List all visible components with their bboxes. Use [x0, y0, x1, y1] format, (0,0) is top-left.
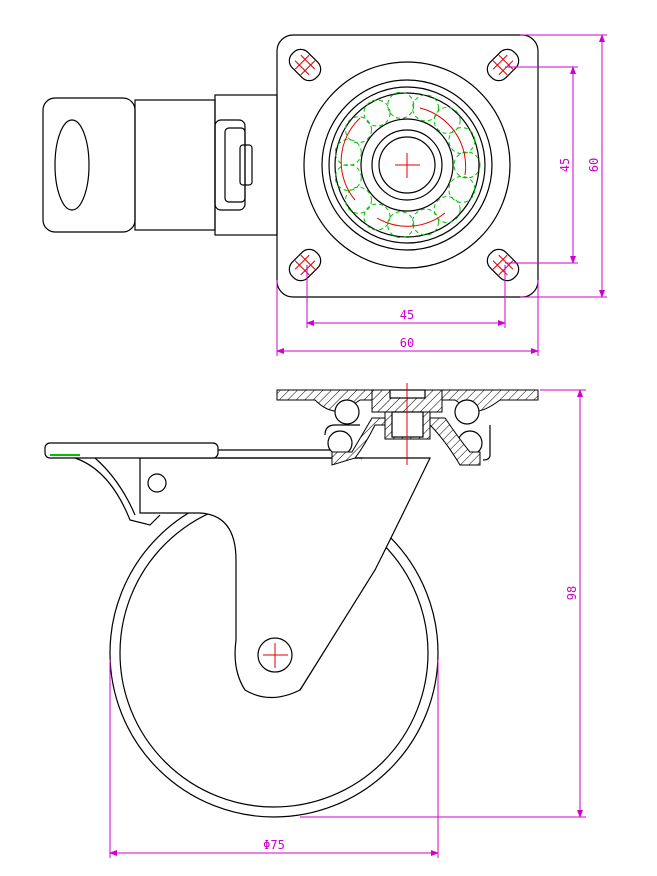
dim-60-horizontal: 60 — [400, 336, 414, 350]
mounting-hole — [486, 48, 520, 82]
mounting-hole — [288, 248, 322, 282]
bearing-ball — [387, 91, 415, 119]
top-dimensions: 45 60 45 60 — [276, 34, 607, 356]
bearing-ball — [412, 208, 440, 236]
bearing-ball — [334, 139, 362, 167]
bearing-ball — [344, 116, 372, 144]
swivel-rings — [303, 61, 511, 269]
swivel-head-section — [276, 383, 539, 466]
bearing-ball — [448, 127, 476, 155]
dim-60-vertical: 60 — [587, 158, 601, 172]
dim-45-vertical: 45 — [558, 158, 572, 172]
dim-98-height: 98 — [565, 586, 579, 600]
mounting-hole — [486, 248, 520, 282]
bearing-ball — [433, 106, 461, 134]
center-mark — [395, 153, 420, 178]
bearing-ball — [412, 94, 440, 122]
mounting-hole — [288, 48, 322, 82]
side-view — [44, 383, 539, 818]
bearing-ball — [363, 203, 391, 231]
bearing-ball — [363, 99, 391, 127]
dim-wheel-diameter: Φ75 — [263, 838, 285, 852]
bearing-ball — [433, 196, 461, 224]
axle — [257, 637, 293, 673]
fork-front — [299, 457, 431, 691]
raceway-centerline — [340, 107, 467, 227]
ball-bearings-hidden — [334, 91, 481, 239]
side-dimensions: 98 Φ75 — [109, 389, 586, 858]
fork-leg — [139, 457, 363, 699]
mounting-plate — [276, 34, 539, 298]
top-view — [42, 34, 539, 298]
bearing-ball — [453, 151, 481, 179]
bearing-ball — [344, 186, 372, 214]
bearing-ball — [448, 175, 476, 203]
bearing-ball — [387, 211, 415, 239]
bearing-ball — [334, 163, 362, 191]
brake-lever-side — [44, 442, 362, 526]
dim-45-horizontal: 45 — [400, 308, 414, 322]
brake-lever-top — [42, 94, 278, 236]
